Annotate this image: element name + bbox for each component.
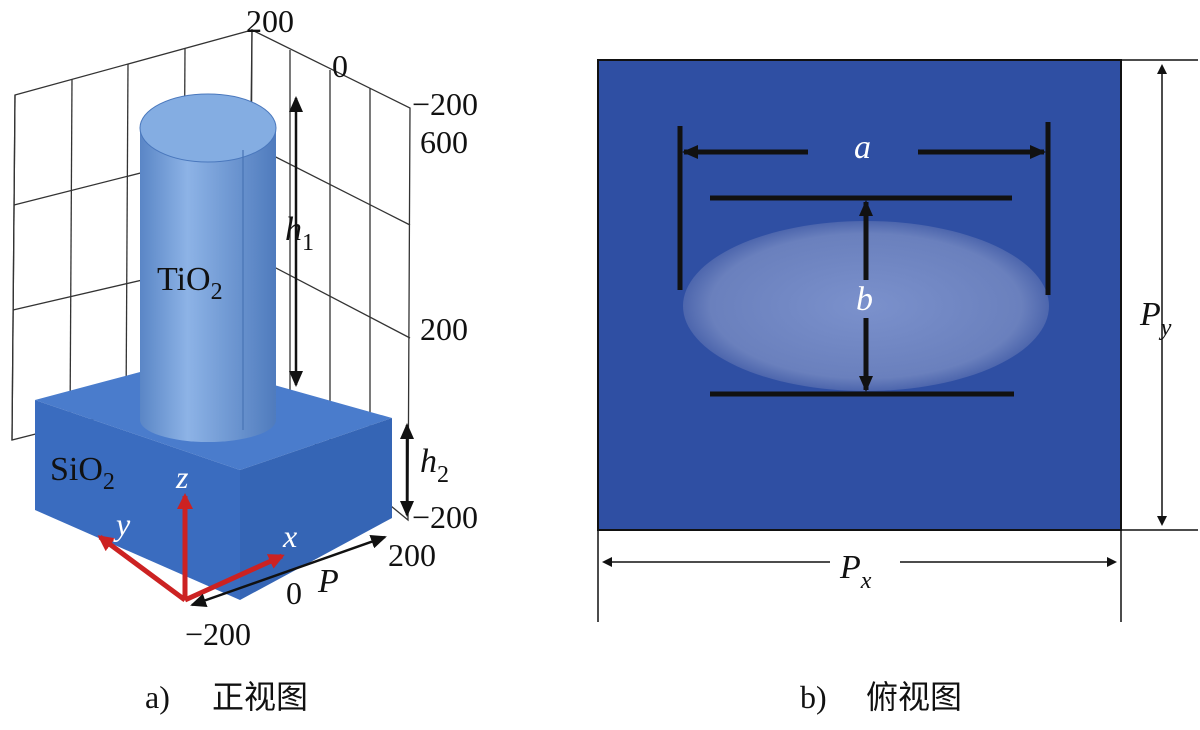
tio2-label: TiO2 — [157, 261, 223, 305]
pillar-ellipse — [683, 221, 1049, 391]
b-label: b — [856, 281, 873, 318]
caption-b-text: 俯视图 — [866, 678, 962, 716]
tick-x-0: 0 — [286, 575, 302, 611]
h2-label: h2 — [420, 443, 449, 488]
h1-label: h1 — [285, 211, 314, 256]
period-label: P — [317, 563, 339, 600]
tick-z-neg200: −200 — [412, 499, 478, 535]
sio2-label: SiO2 — [50, 451, 115, 495]
z-axis-label: z — [175, 459, 189, 495]
tick-x-neg200: −200 — [185, 616, 251, 652]
y-axis-label: y — [113, 506, 131, 542]
x-axis-label: x — [282, 518, 297, 554]
caption-b-letter: b) — [800, 679, 827, 715]
tick-right-neg200: −200 — [412, 86, 478, 122]
substrate-left-face — [35, 400, 240, 600]
panel-b-top-view: a b Py Px b) 俯视图 — [597, 59, 1198, 716]
panel-a-3d-view: TiO2 SiO2 z x y h1 h2 P 200 0 −200 600 2… — [11, 3, 478, 716]
tick-top-0: 0 — [332, 48, 348, 84]
a-dimension — [677, 122, 1051, 295]
py-label: Py — [1139, 296, 1172, 341]
px-label: Px — [839, 549, 872, 594]
tick-top-200: 200 — [246, 3, 294, 39]
caption-a-text: 正视图 — [212, 678, 308, 716]
tick-x-200: 200 — [388, 537, 436, 573]
tick-z-200: 200 — [420, 311, 468, 347]
py-dimension — [1121, 59, 1198, 531]
tick-z-600: 600 — [420, 124, 468, 160]
period-p-arrow — [190, 535, 387, 607]
caption-a-letter: a) — [145, 679, 170, 715]
tio2-pillar — [139, 93, 277, 442]
y-axis-arrow — [97, 534, 187, 603]
b-dimension — [710, 195, 1014, 397]
a-label: a — [854, 129, 871, 166]
